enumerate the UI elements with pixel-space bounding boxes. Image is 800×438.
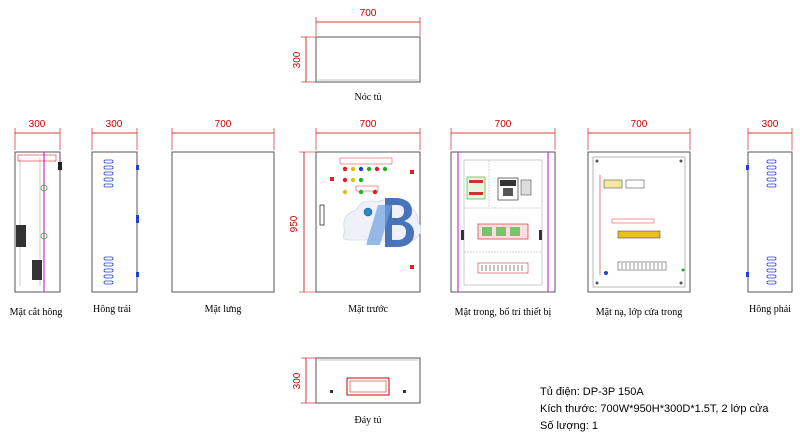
inside-caption: Mặt trong, bố trí thiết bị: [455, 307, 552, 318]
info-quantity: Số lượng: 1: [540, 420, 598, 432]
info-block: Tủ điện: DP-3P 150A Kích thước: 700W*950…: [540, 386, 769, 432]
bottom-height-dim: 300: [292, 372, 303, 389]
front-width-dim: 700: [360, 119, 377, 130]
right-side-width-dim: 300: [762, 119, 779, 130]
watermark-logo: [342, 198, 422, 247]
back-view: 700 Mặt lưng: [171, 119, 275, 315]
bottom-view: 300 Đáy tủ: [292, 357, 421, 426]
left-side-width-dim: 300: [106, 119, 123, 130]
side-section-view: 300 Mặt cắt hông: [10, 119, 63, 318]
terminal-block: [481, 265, 523, 271]
roof-view: 700 300 Nóc tủ: [292, 8, 421, 103]
left-side-view: 300 Hông trái: [91, 119, 139, 315]
back-width-dim: 700: [215, 119, 232, 130]
inside-view: 700 Mặt trong, bố trí thiết bị: [450, 119, 556, 318]
side-section-width-dim: 300: [29, 119, 46, 130]
roof-caption: Nóc tủ: [355, 92, 382, 103]
bottom-caption: Đáy tủ: [355, 415, 382, 426]
left-side-caption: Hông trái: [93, 304, 131, 315]
side-section-caption: Mặt cắt hông: [10, 307, 63, 318]
front-view: 700 950: [289, 119, 422, 315]
front-height-dim: 950: [289, 215, 300, 232]
front-indicator-lamps: [330, 157, 414, 269]
inner-door-width-dim: 700: [631, 119, 648, 130]
inner-door-view: 700 Mặt nạ, lớp cửa trong: [587, 119, 691, 318]
right-side-view: 300 Hông phải: [746, 119, 793, 315]
info-dimensions: Kích thước: 700W*950H*300D*1.5T, 2 lớp c…: [540, 403, 769, 415]
inner-door-breaker-slots: [621, 263, 663, 269]
roof-height-dim: 300: [292, 51, 303, 68]
inner-door-caption: Mặt nạ, lớp cửa trong: [596, 307, 683, 318]
left-side-vents: [103, 159, 114, 285]
roof-width-dim: 700: [360, 8, 377, 19]
inside-width-dim: 700: [495, 119, 512, 130]
right-side-vents: [766, 159, 777, 285]
back-caption: Mặt lưng: [205, 304, 242, 315]
front-caption: Mặt trước: [348, 304, 388, 315]
right-side-caption: Hông phải: [749, 304, 791, 315]
info-panel-name: Tủ điện: DP-3P 150A: [540, 386, 644, 398]
